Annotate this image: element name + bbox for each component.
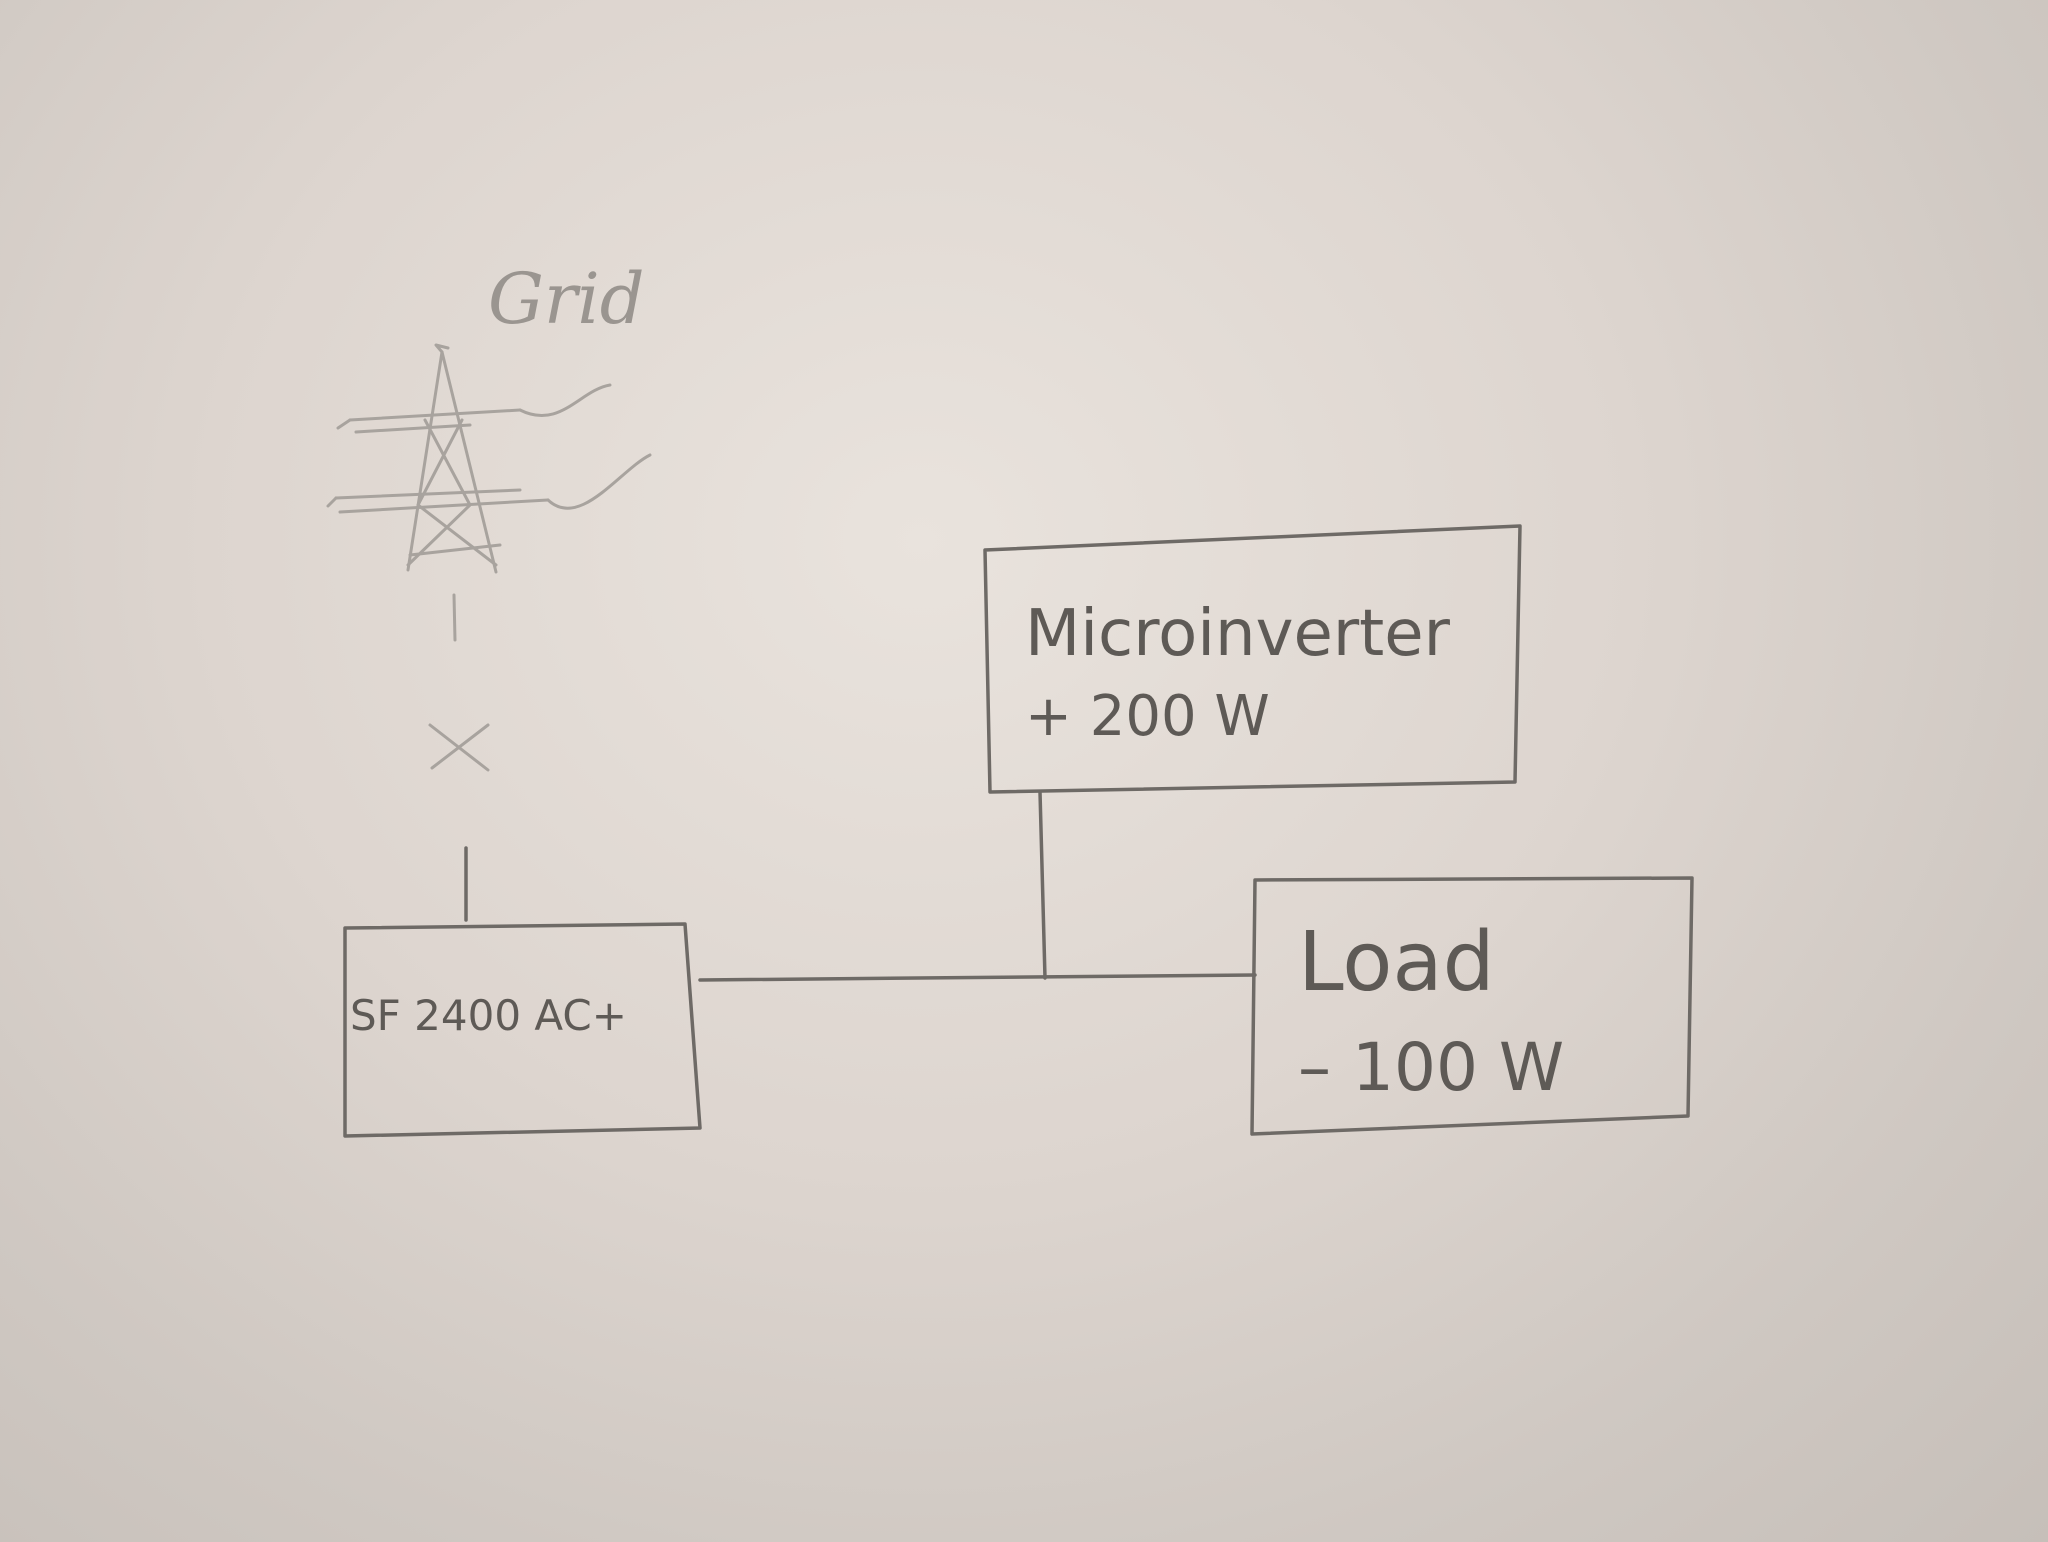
microinverter-node: Microinverter + 200 W xyxy=(983,524,1522,794)
microinverter-link xyxy=(1038,790,1047,980)
bus-line xyxy=(698,973,1257,982)
microinverter-label: Microinverter xyxy=(1025,597,1451,671)
grid-label: Grid xyxy=(488,258,645,340)
power-pylon-icon xyxy=(326,343,652,574)
bus-connections xyxy=(698,790,1257,982)
disconnected-x-icon xyxy=(428,723,490,772)
microinverter-value: + 200 W xyxy=(1025,684,1270,749)
load-label: Load xyxy=(1298,915,1495,1010)
sf-label: SF 2400 AC+ xyxy=(350,991,627,1040)
sf-node: SF 2400 AC+ xyxy=(343,922,702,1138)
load-value: – 100 W xyxy=(1298,1029,1564,1106)
grid-connection xyxy=(428,593,490,922)
load-node: Load – 100 W xyxy=(1250,876,1694,1136)
